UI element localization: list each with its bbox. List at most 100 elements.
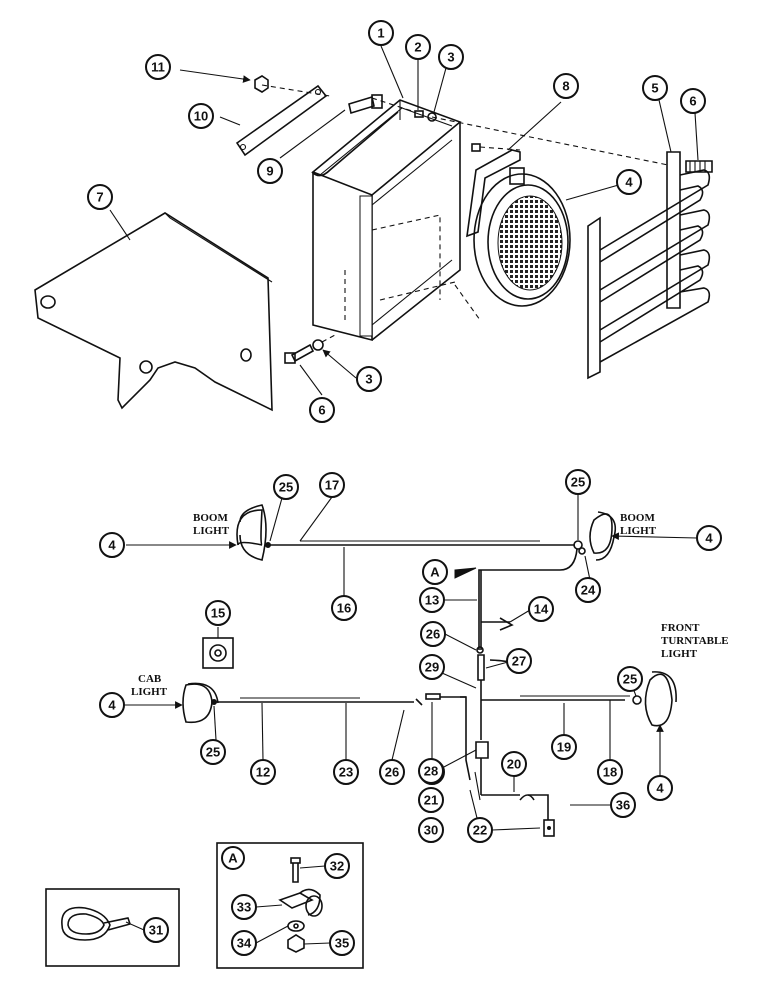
callout-15: 15 [205, 600, 231, 626]
callout-36: 36 [610, 792, 636, 818]
callout-25-cab: 25 [200, 739, 226, 765]
svg-text:4: 4 [108, 538, 116, 553]
svg-text:36: 36 [616, 798, 630, 813]
svg-text:29: 29 [425, 660, 439, 675]
svg-text:26: 26 [426, 627, 440, 642]
boom-light-right-label-1: BOOM [620, 512, 655, 524]
callout-28-harness: 28 [418, 758, 444, 784]
svg-text:21: 21 [424, 793, 438, 808]
svg-text:35: 35 [335, 936, 349, 951]
callout-8: 8 [553, 73, 579, 99]
boom-light-right-label-2: LIGHT [620, 525, 657, 537]
connector-26-cab [402, 698, 423, 706]
cable-tie-part31 [61, 906, 132, 941]
callout-A-top: A [422, 559, 448, 585]
svg-text:13: 13 [425, 593, 439, 608]
svg-text:26: 26 [385, 765, 399, 780]
svg-text:4: 4 [108, 698, 116, 713]
mounting-bracket-part7 [34, 212, 273, 412]
callout-14: 14 [528, 596, 554, 622]
svg-text:17: 17 [325, 478, 339, 493]
cab-light-label-2: LIGHT [131, 686, 168, 698]
svg-text:6: 6 [689, 94, 696, 109]
callout-A-inset: A [221, 846, 245, 870]
svg-text:3: 3 [447, 50, 454, 65]
svg-text:28: 28 [424, 764, 438, 779]
svg-text:4: 4 [705, 531, 713, 546]
svg-text:7: 7 [96, 190, 103, 205]
callout-23: 23 [333, 759, 359, 785]
callout-13: 13 [419, 587, 445, 613]
svg-text:5: 5 [651, 81, 658, 96]
svg-text:25: 25 [623, 672, 637, 687]
svg-text:16: 16 [337, 601, 351, 616]
boom-light-right-lamp [573, 511, 617, 561]
callout-3-lower: 3 [356, 366, 382, 392]
svg-text:12: 12 [256, 765, 270, 780]
boom-light-left-lamp [236, 504, 271, 561]
svg-text:23: 23 [339, 765, 353, 780]
svg-text:18: 18 [603, 765, 617, 780]
connector-part14 [481, 617, 514, 631]
callout-21: 21 [418, 787, 444, 813]
callout-11: 11 [145, 54, 171, 80]
callout-26-cab: 26 [379, 759, 405, 785]
lamp-housing-part1 [311, 99, 462, 342]
callout-4-cab: 4 [99, 692, 125, 718]
inset-A-leaders [255, 865, 331, 945]
callout-3: 3 [438, 44, 464, 70]
front-turntable-label-3: LIGHT [661, 648, 698, 660]
svg-text:24: 24 [581, 583, 596, 598]
callout-32: 32 [324, 853, 350, 879]
svg-text:6: 6 [318, 403, 325, 418]
callout-4-lamp: 4 [616, 169, 642, 195]
switch-part15 [202, 637, 234, 669]
svg-text:32: 32 [330, 859, 344, 874]
svg-text:27: 27 [512, 654, 526, 669]
callout-25-boom-left: 25 [273, 474, 299, 500]
svg-text:3: 3 [365, 372, 372, 387]
callout-30: 30 [418, 817, 444, 843]
callout-20: 20 [501, 751, 527, 777]
svg-text:20: 20 [507, 757, 521, 772]
main-harness [425, 548, 630, 837]
clamp-hardware-inset-A [278, 857, 323, 953]
strap-bolt-nut [235, 75, 669, 166]
callout-1: 1 [368, 20, 394, 46]
callout-31: 31 [143, 917, 169, 943]
cab-light-lamp [182, 682, 219, 724]
svg-text:10: 10 [194, 109, 208, 124]
svg-text:22: 22 [473, 823, 487, 838]
callout-19: 19 [551, 734, 577, 760]
callout-22: 22 [467, 817, 493, 843]
callout-24: 24 [575, 577, 601, 603]
boom-light-left-label-1: BOOM [193, 512, 228, 524]
svg-text:33: 33 [237, 900, 251, 915]
callout-18: 18 [597, 759, 623, 785]
callout-4-boom-right: 4 [696, 525, 722, 551]
callout-25-boom-right: 25 [565, 469, 591, 495]
callout-16: 16 [331, 595, 357, 621]
svg-text:14: 14 [534, 602, 549, 617]
callout-7: 7 [87, 184, 113, 210]
callout-6-lower: 6 [309, 397, 335, 423]
callout-12: 12 [250, 759, 276, 785]
svg-text:25: 25 [206, 745, 220, 760]
callout-4-front: 4 [647, 775, 673, 801]
front-turntable-lamp [632, 671, 677, 727]
svg-text:25: 25 [571, 475, 585, 490]
svg-text:25: 25 [279, 480, 293, 495]
inset-cable-tie-frame [45, 888, 180, 967]
front-turntable-label-2: TURNTABLE [661, 635, 729, 647]
callout-2: 2 [405, 34, 431, 60]
callout-26-harness: 26 [420, 621, 446, 647]
svg-text:A: A [430, 565, 440, 580]
svg-text:11: 11 [151, 60, 165, 75]
svg-text:8: 8 [562, 79, 569, 94]
svg-text:2: 2 [414, 40, 421, 55]
callout-4-boom-left: 4 [99, 532, 125, 558]
svg-text:34: 34 [237, 936, 252, 951]
lamp-guard-part5 [587, 151, 713, 380]
callout-34: 34 [231, 930, 257, 956]
